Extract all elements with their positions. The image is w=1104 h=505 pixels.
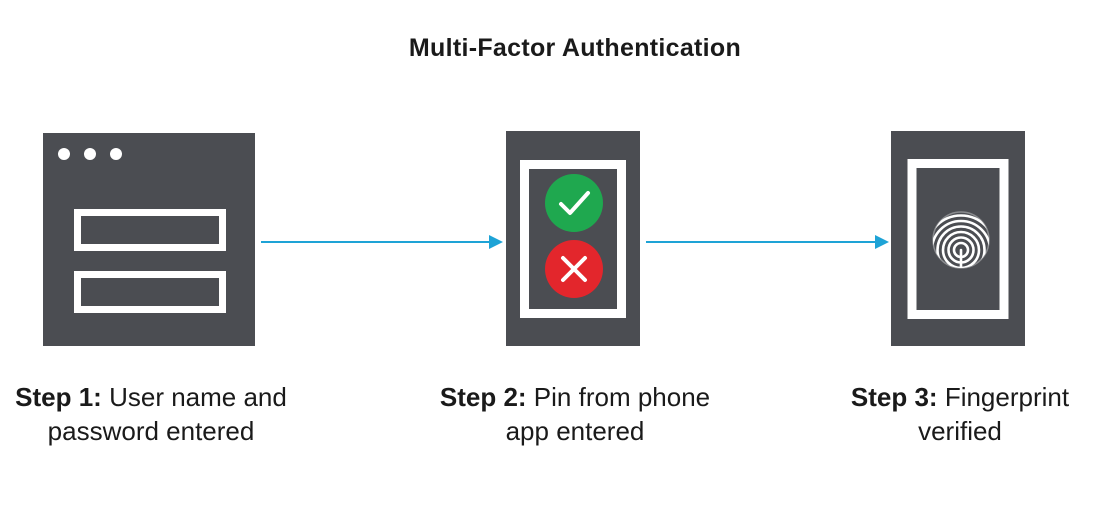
- step-text: password entered: [47, 416, 255, 446]
- step-text: app entered: [505, 416, 645, 446]
- step-text: Pin from phone: [533, 382, 711, 412]
- step-label: Step 1:: [15, 382, 102, 412]
- step-label: Step 3:: [850, 382, 938, 412]
- fingerprint-ridges: [933, 214, 989, 268]
- step-text: verified: [918, 416, 1002, 446]
- step-text: Fingerprint: [944, 382, 1070, 412]
- arrow-step2-to-step3: [646, 235, 889, 249]
- arrow-step1-to-step2: [261, 235, 503, 249]
- fingerprint-icon: [891, 131, 1025, 346]
- browser-login-icon: [43, 133, 255, 346]
- step-2-caption: Step 2: Pin from phone app entered: [410, 380, 740, 448]
- step-text: User name and: [109, 382, 287, 412]
- close-icon: [545, 240, 603, 298]
- phone-screen: [520, 160, 626, 318]
- phone-screen: [907, 159, 1009, 319]
- window-dot-icon: [110, 148, 122, 160]
- step-label: Step 2:: [439, 382, 527, 412]
- username-field: [74, 209, 226, 251]
- window-dot-icon: [84, 148, 96, 160]
- check-icon: [545, 174, 603, 232]
- fingerprint-outline: [932, 211, 990, 269]
- password-field: [74, 271, 226, 313]
- step-3-caption: Step 3: Fingerprint verified: [828, 380, 1092, 448]
- diagram-title: Multi-Factor Authentication: [408, 34, 742, 62]
- phone-pin-icon: [506, 131, 640, 346]
- window-dot-icon: [58, 148, 70, 160]
- step-1-caption: Step 1: User name and password entered: [0, 380, 302, 448]
